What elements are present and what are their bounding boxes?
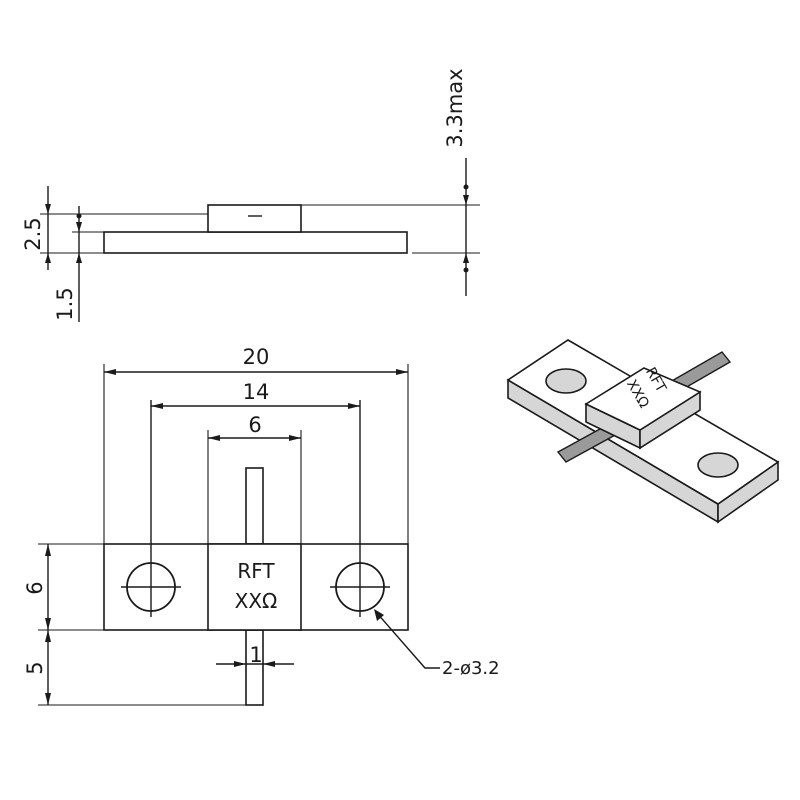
arrow-2-5-top (45, 204, 51, 214)
dim-1-5-label: 1.5 (53, 287, 77, 320)
hole-leader-arrow (374, 609, 384, 621)
arrow-20-left (104, 369, 116, 375)
dim-1-5-dot (76, 213, 82, 219)
dim-2-5-label: 2.5 (21, 217, 45, 250)
dim-3-3-dot-top (463, 184, 469, 190)
iso-hole-right (697, 452, 739, 478)
arrow-14-left (151, 403, 163, 409)
dim-5-label: 5 (23, 661, 47, 674)
arrow-3-3-bottom (463, 253, 469, 263)
arrow-1-right (263, 661, 275, 667)
arrow-1-5-top (76, 222, 82, 232)
body-label-line1: RFT (237, 559, 275, 583)
dim-3-3-label: 3.3max (443, 68, 467, 147)
dim-3-3-dot-bottom (463, 267, 469, 273)
arrow-5-top (45, 630, 51, 642)
body-label-line2: XXΩ (235, 589, 278, 613)
top-view: RFT XXΩ 20 14 6 6 (23, 345, 500, 706)
side-body (207, 204, 302, 233)
dim-20-label: 20 (243, 345, 270, 369)
arrow-20-right (396, 369, 408, 375)
arrow-1-left (234, 661, 246, 667)
arrow-6h-top (45, 544, 51, 556)
arrow-1-5-bottom (76, 253, 82, 263)
side-view: 2.5 1.5 3.3max (21, 68, 480, 322)
hole-callout-label: 2-ø3.2 (442, 658, 500, 679)
dim-6h-label: 6 (23, 581, 47, 594)
side-flange (103, 231, 408, 254)
hole-leader (375, 611, 440, 669)
arrow-14-right (348, 403, 360, 409)
top-body (207, 543, 302, 631)
arrow-2-5-bottom (45, 253, 51, 263)
dim-14-label: 14 (243, 380, 270, 404)
arrow-6w-right (289, 435, 301, 441)
arrow-6w-left (208, 435, 220, 441)
iso-body-top (584, 367, 702, 431)
arrow-3-3-top (463, 195, 469, 205)
arrow-6h-bottom (45, 618, 51, 630)
arrow-5-bottom (45, 693, 51, 705)
dim-6w-label: 6 (248, 413, 261, 437)
iso-hole-left (545, 368, 587, 394)
lead-bottom (245, 629, 264, 706)
dim-1-label: 1 (249, 643, 262, 667)
iso-view: RFT XXΩ (506, 339, 780, 524)
lead-top (245, 467, 264, 545)
